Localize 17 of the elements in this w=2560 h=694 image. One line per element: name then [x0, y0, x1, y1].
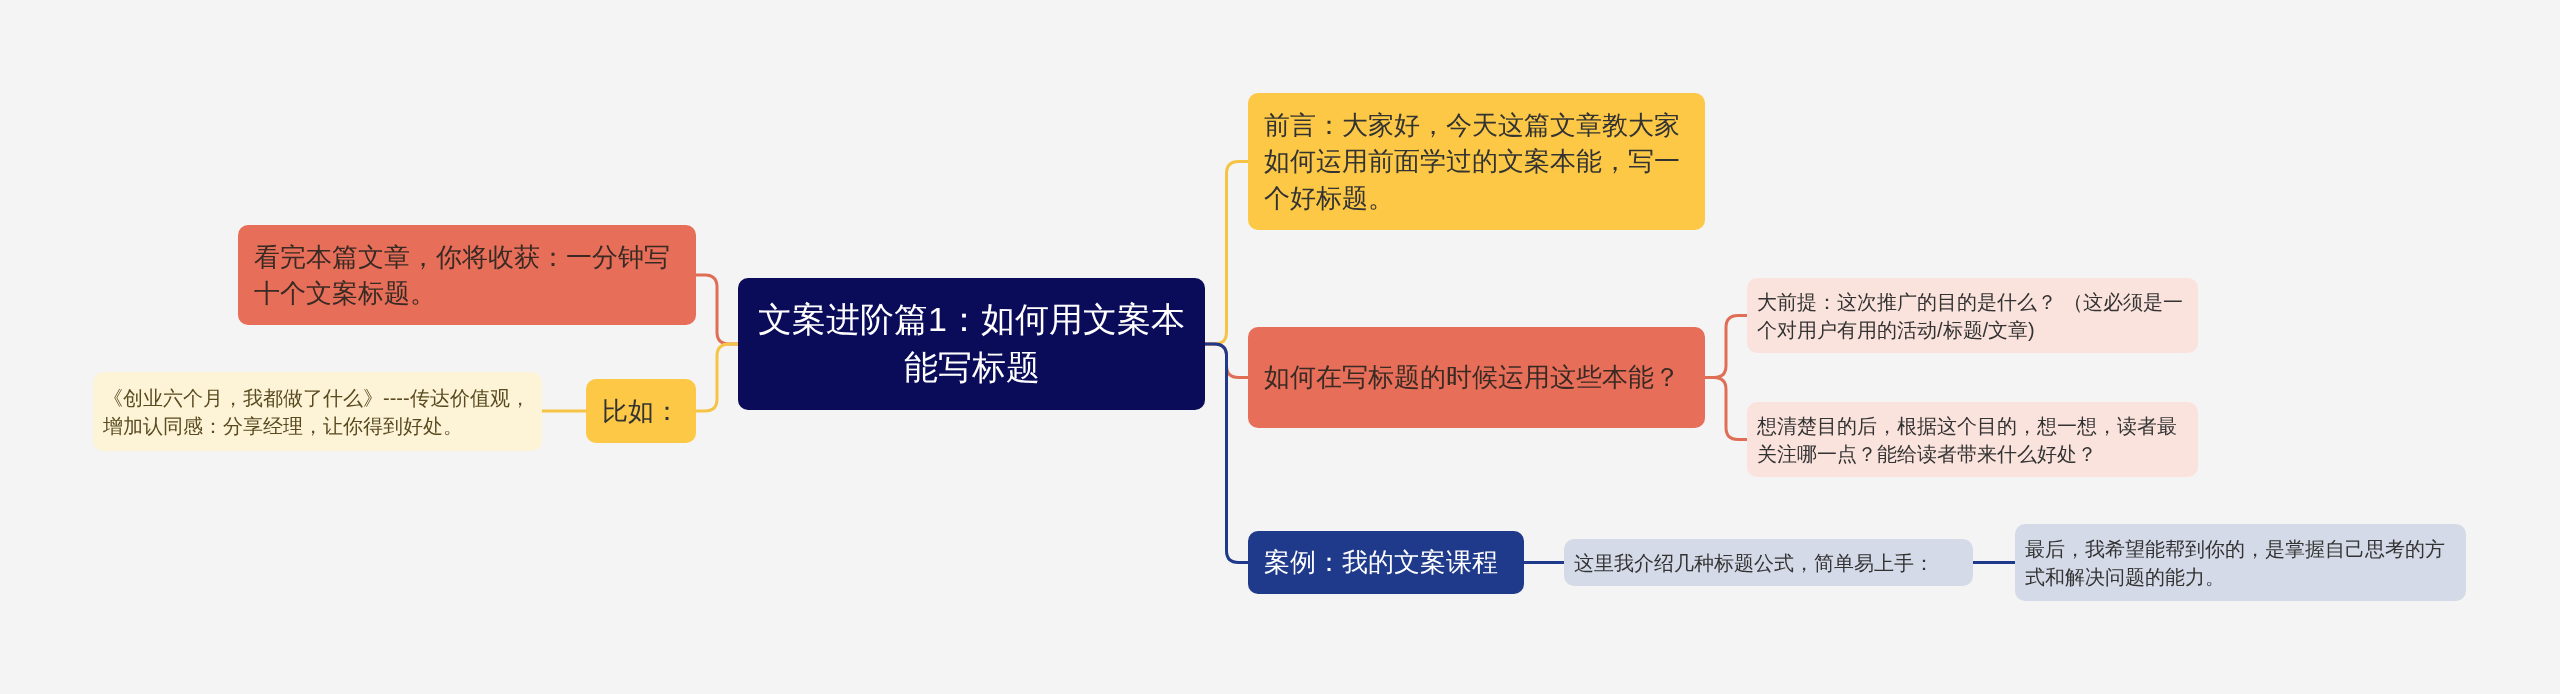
note-box: 这里我介绍几种标题公式，简单易上手： — [1564, 539, 1973, 586]
connector-line — [1205, 342, 1248, 564]
note-box: 大前提：这次推广的目的是什么？ （这必须是一个对用户有用的活动/标题/文章) — [1747, 278, 2198, 353]
topic-box: 如何在写标题的时候运用这些本能？ — [1248, 327, 1705, 428]
topic-box: 比如： — [586, 379, 696, 443]
topic-box: 前言：大家好，今天这篇文章教大家如何运用前面学过的文案本能，写一个好标题。 — [1248, 93, 1705, 230]
note-box: 想清楚目的后，根据这个目的，想一想，读者最关注哪一点？能给读者带来什么好处？ — [1747, 402, 2198, 477]
connector-line — [1524, 561, 1564, 564]
note-box: 最后，我希望能帮到你的，是掌握自己思考的方式和解决问题的能力。 — [2015, 524, 2466, 601]
title-box: 文案进阶篇1：如何用文案本能写标题 — [738, 278, 1205, 410]
topic-box: 看完本篇文章，你将收获：一分钟写十个文案标题。 — [238, 225, 696, 325]
connector-line — [1973, 561, 2015, 564]
connector-line — [542, 409, 586, 413]
connector-line — [1705, 376, 1747, 441]
note-box: 《创业六个月，我都做了什么》----传达价值观，增加认同感：分享经理，让你得到好处。 — [93, 372, 542, 451]
connector-line — [696, 342, 738, 413]
topic-box: 案例：我的文案课程 — [1248, 531, 1524, 594]
